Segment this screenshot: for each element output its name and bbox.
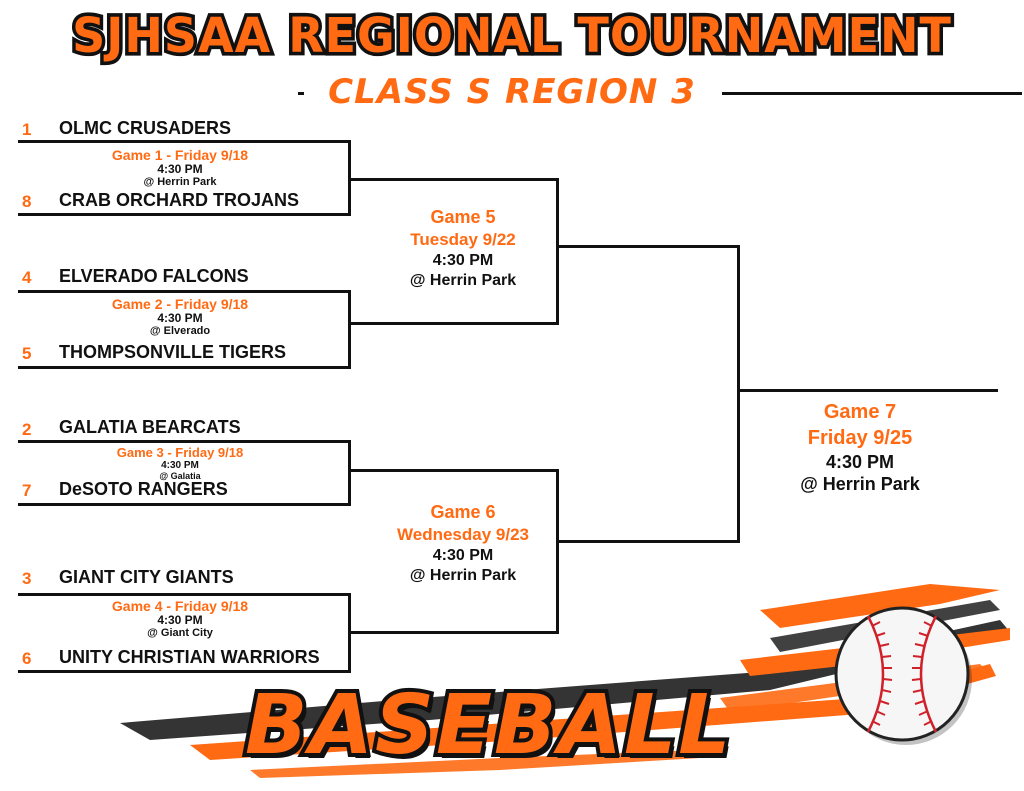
game-label: Game 7 [823,401,897,423]
subtitle-rule-right [722,92,1022,95]
game-date: Tuesday 9/22 [410,230,516,249]
bracket-line [559,540,739,543]
bracket-line [18,440,349,443]
game-site: @ Herrin Park [409,567,517,584]
game-label: Game 2 - Friday 9/18 [111,296,249,312]
tournament-title: SJHSAA REGIONAL TOURNAMENT [69,3,955,67]
team-seed: 6 [22,649,32,668]
game-info: Game 2 - Friday 9/18 4:30 PM @ Elverado [60,296,300,338]
bracket-line [351,469,558,472]
game-info: Game 3 - Friday 9/18 4:30 PM @ Galatia [60,445,300,481]
game-info: Game 5 Tuesday 9/22 4:30 PM @ Herrin Par… [363,206,563,291]
bracket-line [18,213,351,216]
bracket-line [18,670,351,673]
game-time: 4:30 PM [825,452,895,472]
bracket-line [18,290,349,293]
game-site: @ Herrin Park [143,176,217,188]
game-time: 4:30 PM [432,547,494,564]
bracket-line [18,503,351,506]
bracket-line [348,290,351,369]
game-info: Game 1 - Friday 9/18 4:30 PM @ Herrin Pa… [60,147,300,189]
baseball-wordmark: BASEBALL [241,674,735,777]
bracket-line [351,631,558,634]
team-name: UNITY CHRISTIAN WARRIORS [59,647,320,667]
game-date: Friday 9/25 [807,427,913,449]
game-time: 4:30 PM [157,162,203,176]
game-site: @ Herrin Park [409,272,517,289]
game-time: 4:30 PM [157,311,203,325]
game-info: Game 6 Wednesday 9/23 4:30 PM @ Herrin P… [363,501,563,586]
team-seed: 2 [22,420,32,439]
subtitle-rule-left [298,92,304,95]
game-info: Game 4 - Friday 9/18 4:30 PM @ Giant Cit… [60,598,300,640]
team-name: DeSOTO RANGERS [59,479,228,499]
bracket-line [556,178,559,325]
bracket-line [18,140,349,143]
team-seed: 5 [22,344,32,363]
bracket-line [351,322,558,325]
team-seed: 3 [22,569,32,588]
game-label: Game 1 - Friday 9/18 [111,147,249,163]
team-name: GIANT CITY GIANTS [59,567,234,587]
game-label: Game 5 [430,207,496,227]
team-name: CRAB ORCHARD TROJANS [59,190,300,210]
region-subtitle: CLASS S REGION 3 [328,72,696,112]
bracket-line [740,389,998,392]
championship-info: Game 7 Friday 9/25 4:30 PM @ Herrin Park [765,399,955,495]
game-site: @ Giant City [147,627,213,639]
team-name: OLMC CRUSADERS [59,118,232,138]
bracket-line [348,593,351,673]
bracket-line [348,440,351,506]
game-site: @ Herrin Park [800,474,920,494]
bracket-line [18,593,349,596]
game-label: Game 6 [430,502,496,522]
team-seed: 7 [22,481,32,500]
game-date: Wednesday 9/23 [397,525,529,544]
game-time: 4:30 PM [157,613,203,627]
game-time: 4:30 PM [161,460,199,471]
game-label: Game 3 - Friday 9/18 [116,445,244,460]
team-name: GALATIA BEARCATS [59,417,241,437]
game-time: 4:30 PM [432,252,494,269]
team-name: ELVERADO FALCONS [59,266,249,286]
bracket-line [348,140,351,216]
bracket-line [351,178,558,181]
team-seed: 8 [22,192,32,211]
bracket-line [559,245,739,248]
team-seed: 4 [22,268,32,287]
bracket-line [737,245,740,543]
team-seed: 1 [22,120,32,139]
game-site: @ Elverado [149,325,211,337]
baseball-icon [834,606,972,745]
team-name: THOMPSONVILLE TIGERS [59,342,287,362]
game-label: Game 4 - Friday 9/18 [111,598,249,614]
game-site: @ Galatia [159,471,201,481]
bracket-line [556,469,559,634]
bracket-line [18,366,351,369]
